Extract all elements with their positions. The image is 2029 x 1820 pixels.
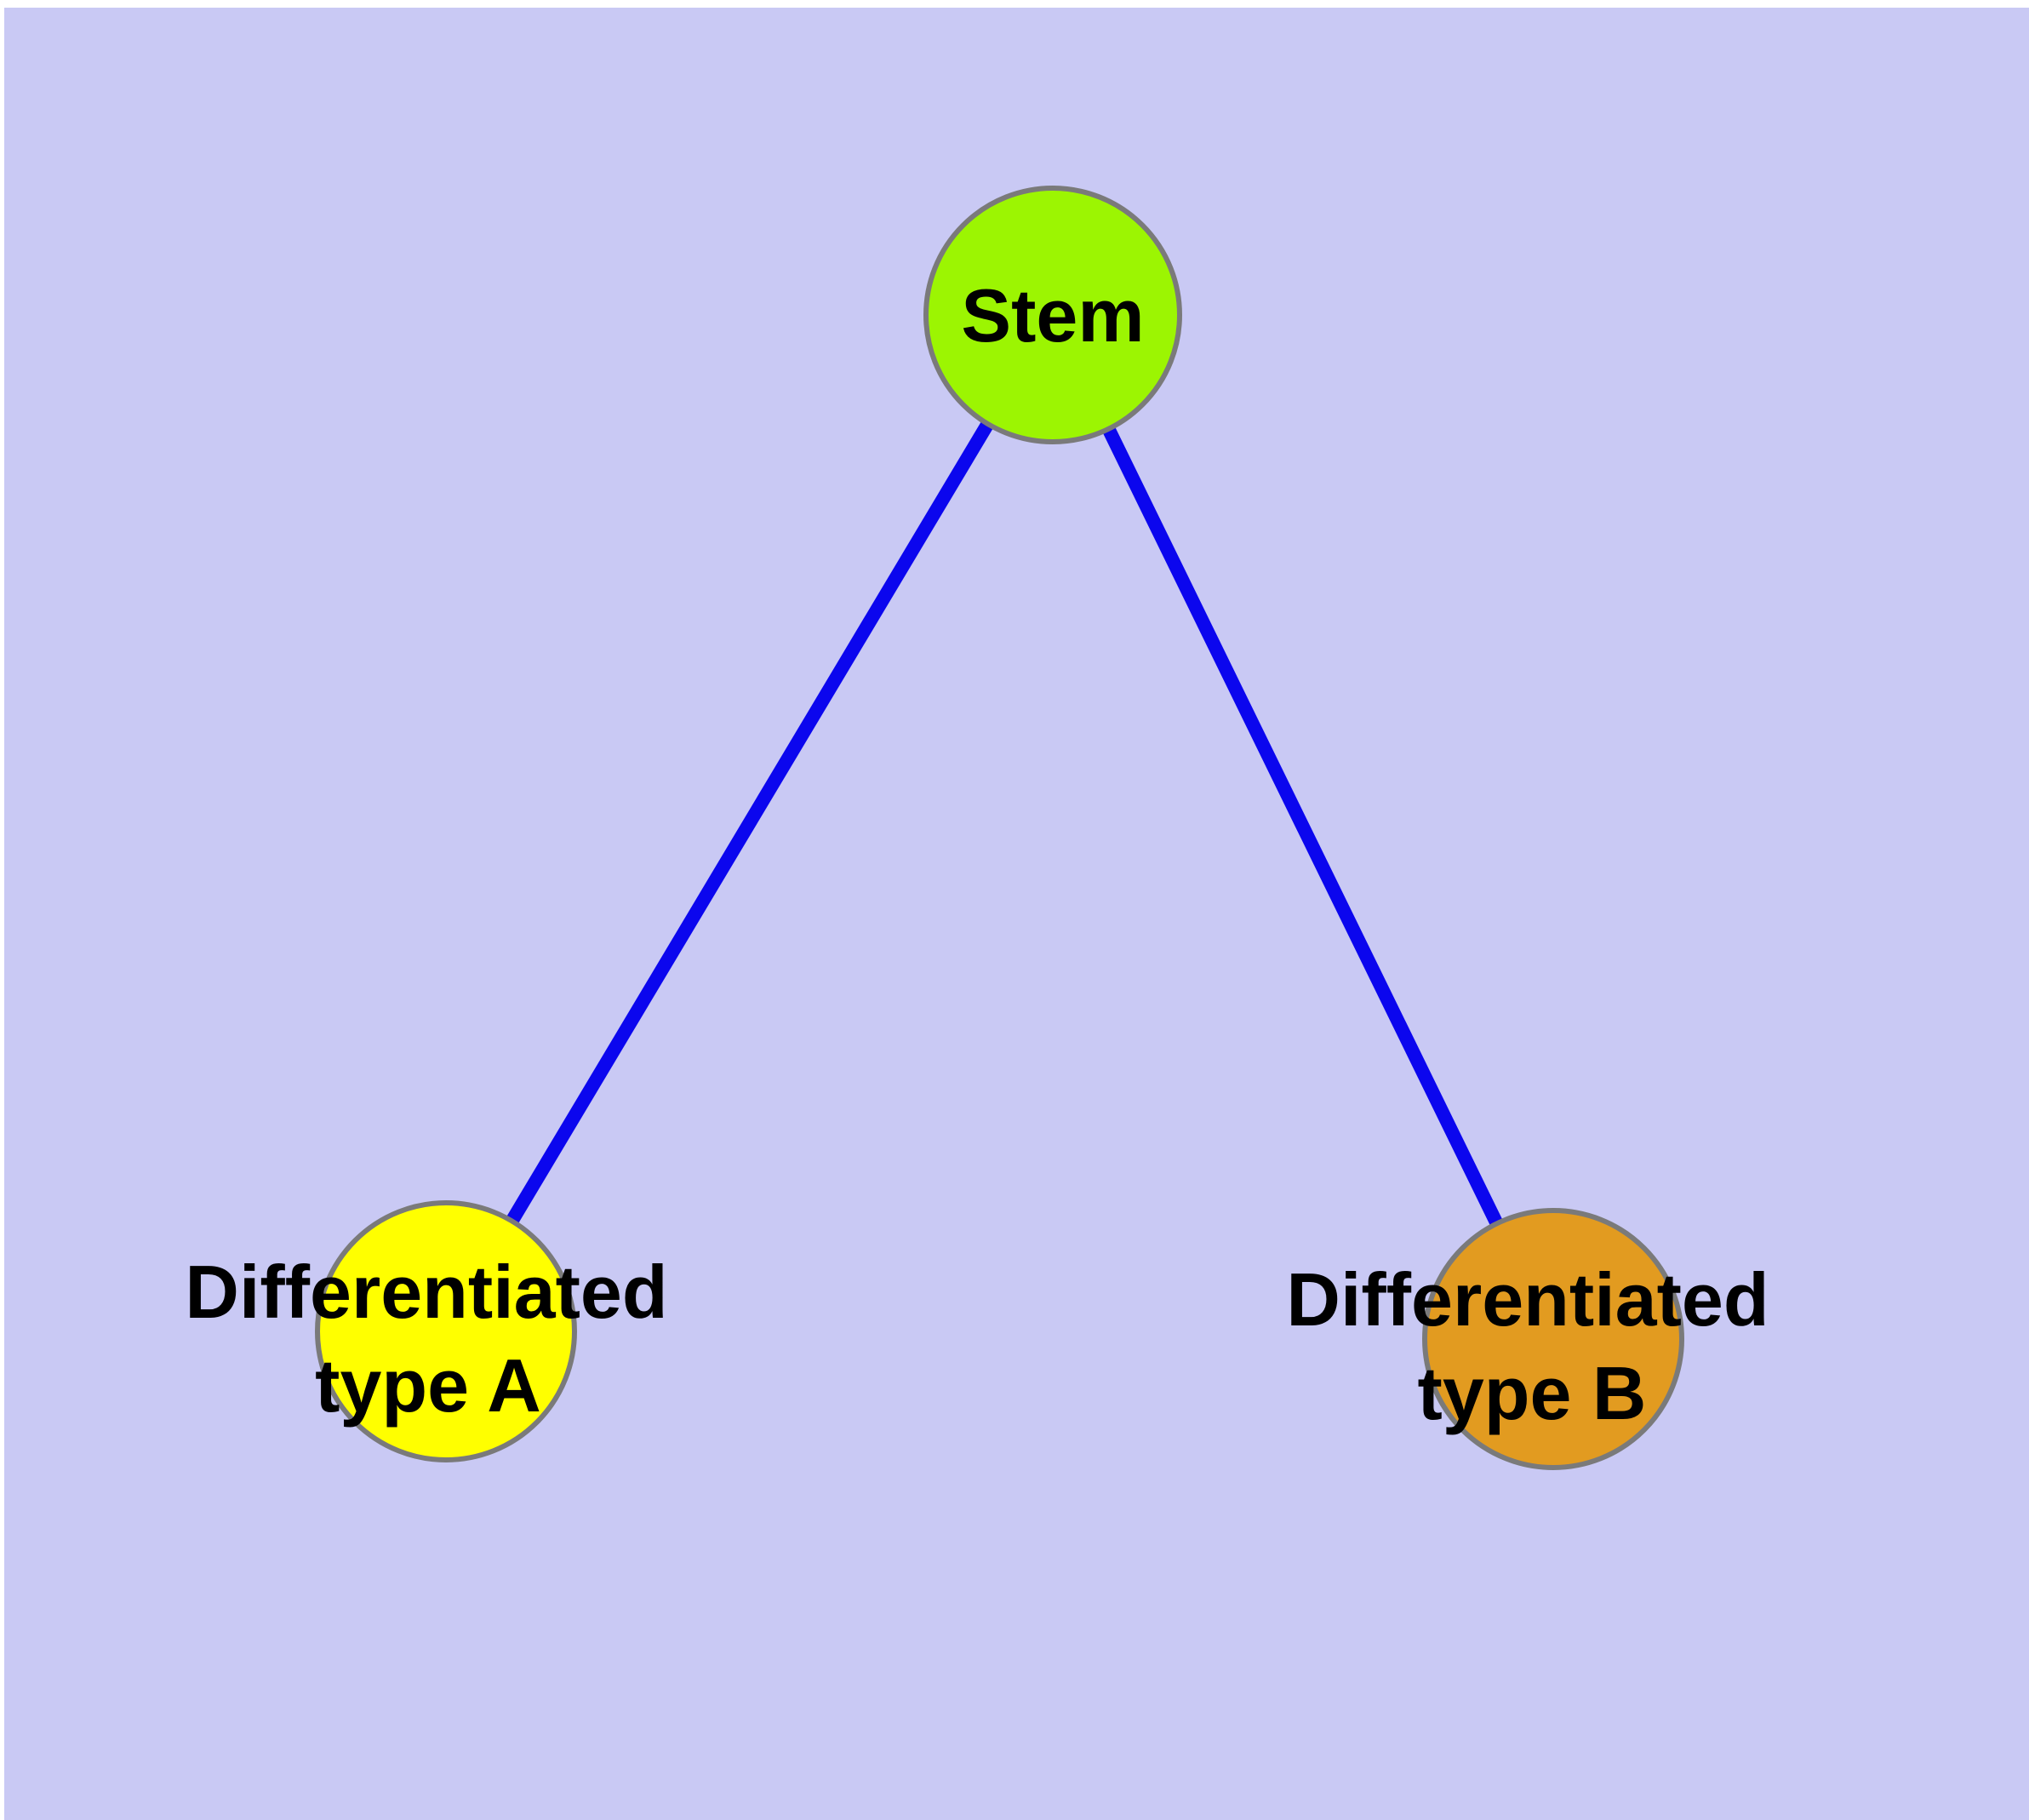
node-type-a-label-line-2: type A [315,1343,541,1428]
node-differentiated-type-b [1422,1208,1684,1470]
node-stem-label: Stem [961,273,1144,358]
node-type-b-label-line-1: Differentiated [1286,1257,1769,1342]
node-stem [923,186,1182,444]
node-differentiated-type-a [315,1200,577,1462]
edge-stem-to-type-b [1046,312,1560,1342]
node-type-a-label-line-1: Differentiated [185,1250,667,1334]
edge-stem-to-type-a [440,311,1059,1336]
node-type-b-label-line-2: type B [1418,1351,1647,1435]
